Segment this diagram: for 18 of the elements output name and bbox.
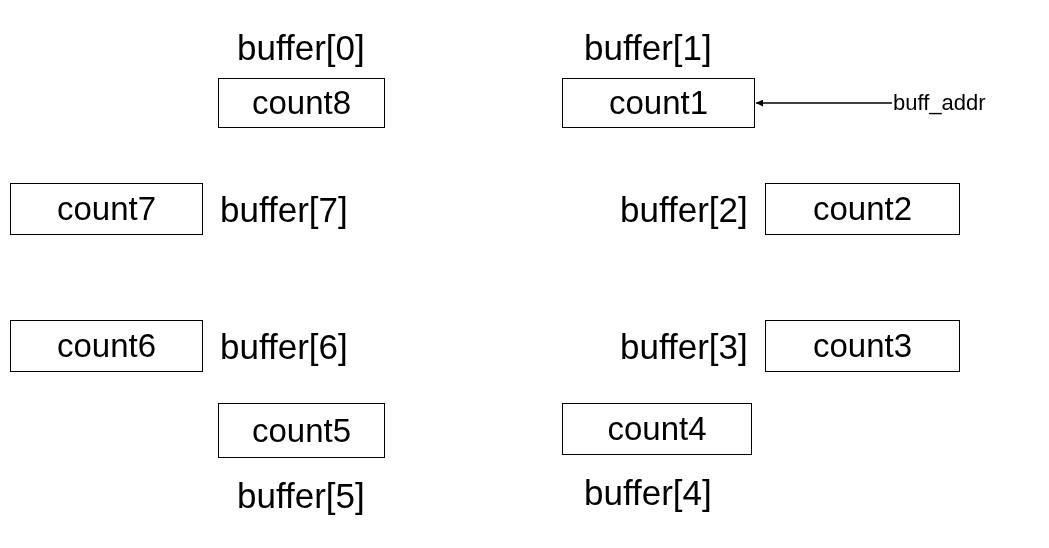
buffer-index-label: buffer[2] [620,192,748,227]
arrow [755,99,893,107]
pointer-label: buff_addr [893,90,986,116]
counter-box: count1 [562,78,755,128]
buffer-index-label: buffer[0] [237,30,365,65]
counter-box: count8 [218,78,385,128]
buffer-index-label: buffer[4] [584,475,712,510]
counter-box: count4 [562,403,752,455]
buffer-index-label: buffer[1] [584,30,712,65]
counter-box: count3 [765,320,960,372]
counter-box: count2 [765,183,960,235]
buffer-index-label: buffer[7] [220,192,348,227]
buffer-index-label: buffer[3] [620,329,748,364]
buffer-index-label: buffer[5] [237,478,365,513]
buffer-index-label: buffer[6] [220,329,348,364]
counter-box: count7 [10,183,203,235]
counter-box: count5 [218,403,385,458]
counter-box: count6 [10,320,203,372]
